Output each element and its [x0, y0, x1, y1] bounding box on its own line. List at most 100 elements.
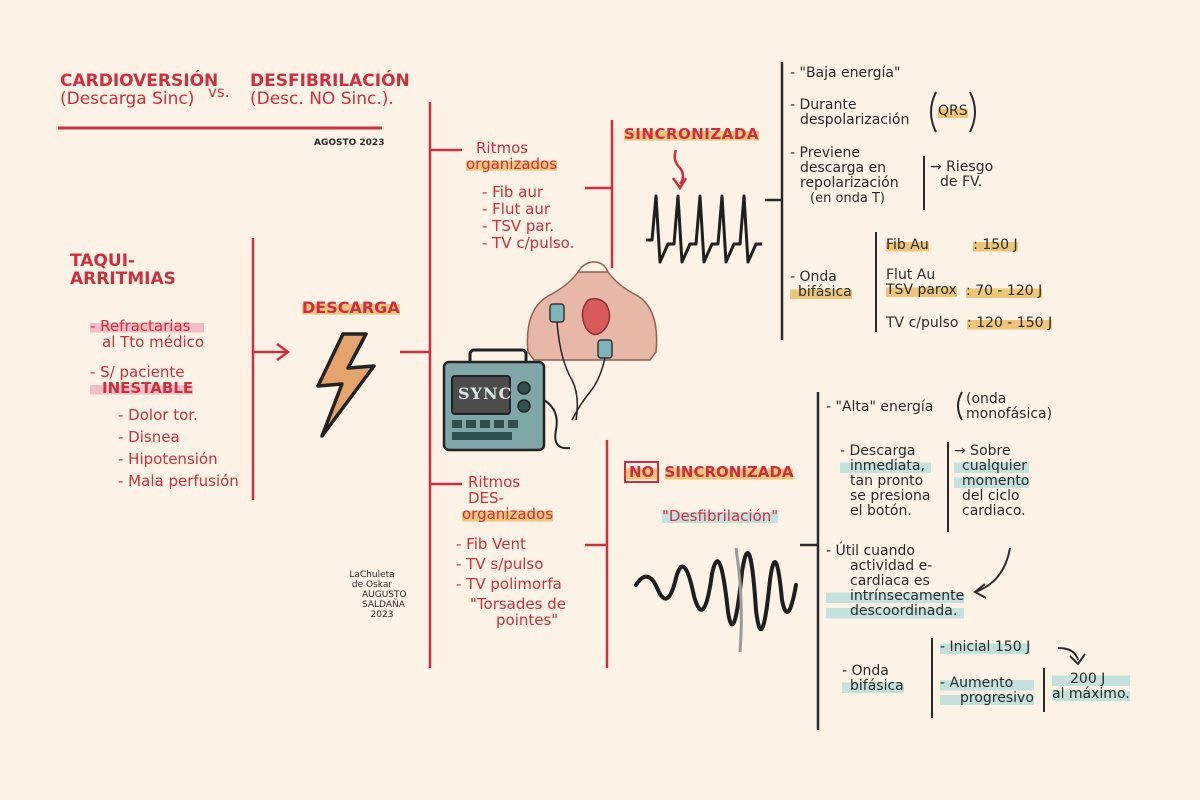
flut-label-line1: Flut Au [886, 267, 936, 283]
disorganized-line1: Ritmos [468, 473, 521, 491]
torsades-line2: pointes" [496, 611, 559, 630]
useful-line2: actividad e- [850, 558, 933, 574]
organized-heading: Ritmos organizados [466, 139, 558, 172]
symptoms-list: - Dolor tor. - Disnea - Hipotensión - Ma… [118, 404, 239, 492]
disorganized-list: - Fib Vent - TV s/pulso - TV polimorfa [456, 534, 562, 594]
signature-line4: SALDAÑA [362, 600, 405, 610]
during-depolarization-item: - Durante despolarización [790, 97, 910, 129]
organized-item: - Fib aur [482, 183, 544, 201]
progressive-increase-item: - Aumento progresivo [940, 675, 1034, 707]
immediate-discharge-item: - Descarga inmediata, tan pronto se pres… [840, 444, 931, 519]
disorganized-line2: DES- [468, 489, 504, 508]
symptom-item: - Disnea [118, 428, 180, 446]
mono-line2: monofásica) [966, 406, 1053, 423]
during-line2: despolarización [800, 112, 910, 129]
unstable-line2: INESTABLE [90, 380, 194, 396]
vf-risk-item: → Riesgo de FV. [930, 159, 993, 190]
title-cardioversion: CARDIOVERSIÓN (Descarga Sinc) [60, 72, 218, 109]
patient-torso-illustration [526, 261, 658, 421]
flut-energy-row: Flut Au TSV parox [886, 267, 957, 299]
tachyarrhythmia-heading: TAQUI- ARRITMIAS [70, 252, 176, 289]
sync-onda-line1: - Onda [790, 269, 837, 285]
defibrillator-machine-illustration [442, 348, 571, 452]
max-line2: al máximo. [1052, 686, 1130, 703]
nosync-onda-line1: - Onda [842, 663, 889, 679]
any-line5: cardiaco. [962, 503, 1026, 519]
fib-au-value: : 150 J [973, 237, 1018, 253]
qrs-paren-right [969, 91, 976, 133]
mono-line1: (onda [966, 391, 1007, 407]
refractory-line1: - Refractarias [90, 318, 205, 334]
flut-label-line2: TSV parox [886, 282, 957, 299]
title-cardioversion-line1: CARDIOVERSIÓN [60, 71, 219, 91]
useful-line1: - Útil cuando [826, 543, 915, 559]
low-energy-item: - "Baja energía" [790, 65, 901, 81]
disorganized-item: - Fib Vent [456, 535, 526, 553]
refractory-line2: al Tto médico [102, 333, 205, 352]
prevent-line4: (en onda T) [810, 191, 885, 206]
title-defibrillation-line1: DESFIBRILACIÓN [250, 71, 410, 91]
signature-line5: 2023 [370, 610, 394, 620]
sync-display-text: SYNC [458, 384, 513, 403]
torsades-line1: "Torsades de [470, 595, 566, 613]
useful-line4: intrínsecamente [826, 589, 965, 604]
biphasic-sync-item: - Onda bifásica [790, 269, 852, 301]
immediate-line4: se presiona [850, 488, 931, 504]
monophasic-item: (onda monofásica) [966, 391, 1053, 423]
title-vs: vs. [208, 83, 230, 101]
symptom-item: - Dolor tor. [118, 406, 198, 424]
sync-marker-arrow-head [671, 177, 688, 191]
symptom-item: - Mala perfusión [118, 472, 239, 490]
prevent-line3: repolarización [800, 175, 899, 191]
date-label: AGOSTO 2023 [314, 138, 385, 148]
disorganized-heading: Ritmos DES- organizados [462, 473, 554, 524]
max-line1: 200 J [1052, 671, 1130, 688]
useful-when-item: - Útil cuando actividad e- cardiaca es i… [826, 543, 965, 619]
disorganized-line3: organizados [462, 505, 554, 524]
non-synchronized-text: SINCRONIZADA [664, 463, 794, 481]
tachyarrhythmia-line1: TAQUI- [70, 251, 136, 271]
disorganized-item: - TV s/pulso [456, 555, 544, 573]
signature-line1: LaChuleta [349, 570, 395, 580]
discharge-label: DESCARGA [302, 298, 400, 317]
organized-item: - Flut aur [482, 200, 550, 218]
symptom-item: - Hipotensión [118, 450, 218, 468]
increase-line1: - Aumento [940, 675, 1034, 692]
useful-line5: descoordinada. [826, 604, 965, 619]
high-energy-item: - "Alta" energía [826, 399, 934, 415]
useful-line3: cardiaca es [850, 573, 930, 589]
biphasic-nosync-item: - Onda bifásica [842, 663, 904, 695]
prevents-discharge-item: - Previene descarga en repolarización (e… [790, 146, 899, 207]
any-line3: momento [954, 474, 1030, 489]
vf-wave-echo [734, 547, 743, 653]
tv-value: : 120 - 150 J [966, 315, 1053, 331]
qrs-paren-left [930, 91, 937, 133]
organized-list: - Fib aur - Flut aur - TSV par. - TV c/p… [482, 184, 574, 252]
any-line4: del ciclo [962, 488, 1020, 504]
no-label: NO [624, 461, 660, 483]
mono-paren-left [957, 391, 963, 421]
curved-arrow [974, 547, 1011, 593]
left-arrow-head [276, 342, 291, 362]
during-line1: - Durante [790, 97, 857, 113]
title-cardioversion-line2: (Descarga Sinc) [60, 89, 195, 110]
organized-item: - TSV par. [482, 217, 555, 235]
lightning-bolt-icon [316, 332, 376, 438]
sync-marker-icon [673, 149, 685, 185]
sync-onda-line2: bifásica [790, 284, 852, 301]
tv-label: TV c/pulso [886, 315, 959, 331]
immediate-line1: - Descarga [840, 443, 916, 459]
increase-line2: progresivo [940, 690, 1034, 707]
fib-au-energy-row: Fib Au : 150 J [886, 237, 1018, 253]
flut-value: : 70 - 120 J [966, 283, 1043, 300]
defibrillation-subtitle: "Desfibrilación" [662, 507, 779, 525]
organized-line1: Ritmos [476, 139, 529, 157]
refractory-item: - Refractarias al Tto médico [90, 318, 205, 352]
title-defibrillation-line2: (Desc. NO Sinc.). [250, 89, 394, 110]
tachyarrhythmia-line2: ARRITMIAS [70, 269, 176, 290]
qrs-label: QRS [938, 103, 968, 120]
immediate-line5: el botón. [850, 503, 912, 519]
immediate-line2: inmediata, [840, 459, 931, 474]
title-defibrillation: DESFIBRILACIÓN (Desc. NO Sinc.). [250, 72, 410, 109]
